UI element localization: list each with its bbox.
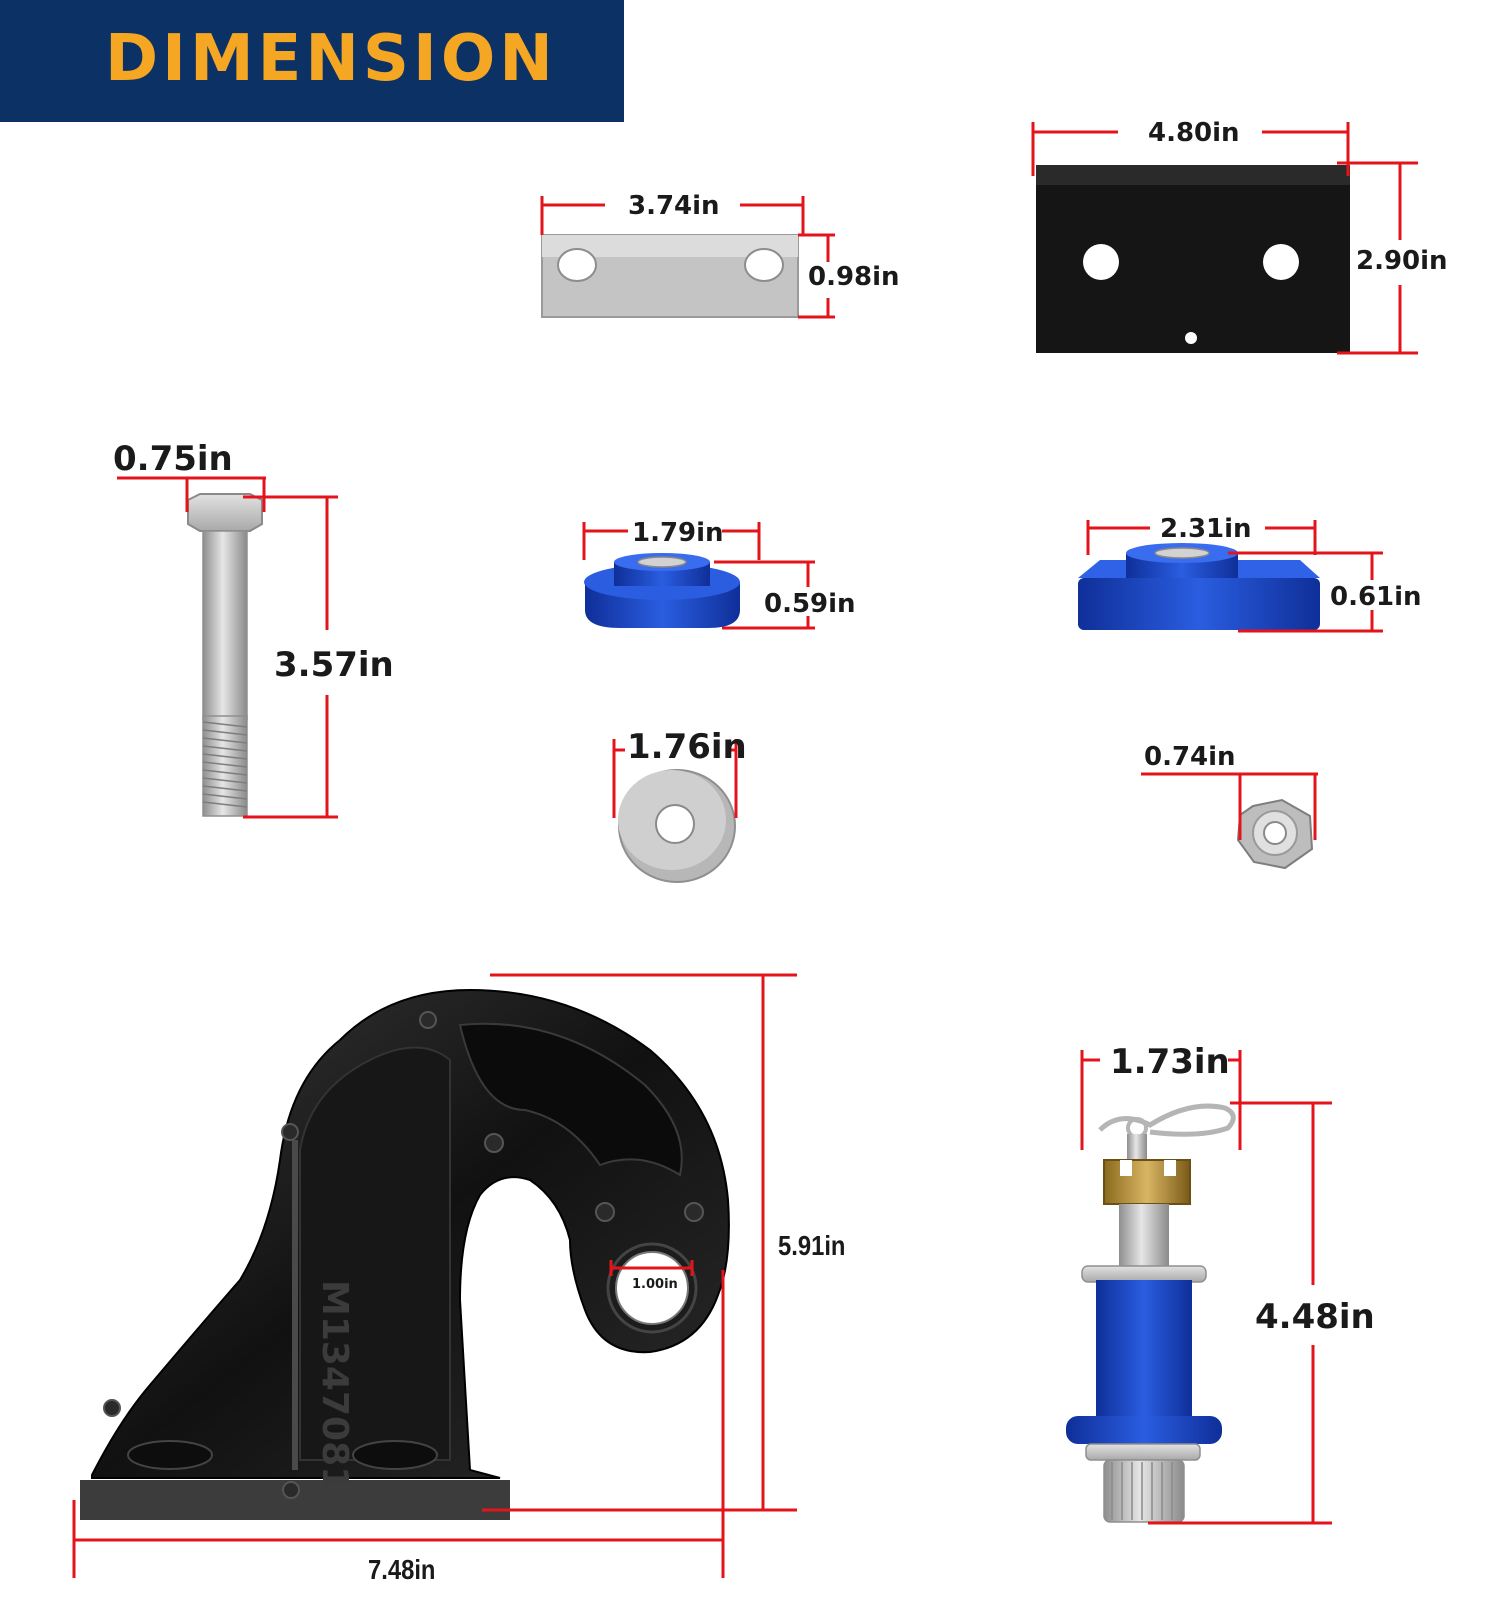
pin-assembly <box>1066 1103 1236 1523</box>
pin-width-dimension <box>1080 1050 1242 1150</box>
washer-diameter-label: 1.76in <box>627 727 747 767</box>
mounting-plate-height-dimension <box>1337 161 1418 355</box>
pin-height-dimension <box>1148 1101 1332 1525</box>
spacer-width-label: 3.74in <box>628 191 720 221</box>
spacer-width-dimension <box>540 196 805 235</box>
banner-title: DIMENSION <box>105 22 557 96</box>
pintle-hook <box>80 988 730 1520</box>
mounting-plate-width-label: 4.80in <box>1148 118 1240 148</box>
pin-height-label: 4.48in <box>1255 1297 1375 1337</box>
spacer-height-label: 0.98in <box>808 262 900 292</box>
pintle-height-label: 5.91in <box>778 1230 846 1261</box>
pintle-width-label: 7.48in <box>368 1554 436 1585</box>
pin-width-label: 1.73in <box>1110 1042 1230 1082</box>
bolt-length-label: 3.57in <box>274 645 394 685</box>
mounting-plate-height-label: 2.90in <box>1356 246 1448 276</box>
bolt-head-label: 0.75in <box>113 439 233 479</box>
pintle-width-dimension <box>72 1270 725 1578</box>
pintle-height-dimension <box>482 973 797 1512</box>
pintle-stamp: M1347081 <box>314 1280 355 1492</box>
round-bushing-height-label: 0.59in <box>764 589 856 619</box>
lock-nut <box>1236 798 1314 870</box>
mounting-plate <box>1036 165 1350 353</box>
round-bushing-width-label: 1.79in <box>632 518 724 548</box>
square-bushing-width-dimension <box>1086 520 1317 555</box>
round-bushing-width-dimension <box>582 522 761 560</box>
square-bushing-height-label: 0.61in <box>1330 582 1422 612</box>
lock-nut-dimension <box>1141 772 1318 840</box>
round-bushing-height-dimension <box>714 560 815 630</box>
pintle-eye-label: 1.00in <box>632 1277 678 1292</box>
square-bushing <box>1078 543 1320 630</box>
square-bushing-width-label: 2.31in <box>1160 514 1252 544</box>
spacer-height-dimension <box>798 233 835 319</box>
washer-diameter-dimension <box>612 739 738 818</box>
square-bushing-height-dimension <box>1228 551 1383 633</box>
hex-bolt <box>187 493 263 817</box>
spacer-plate <box>541 234 799 318</box>
flat-washer <box>618 769 736 883</box>
round-bushing <box>584 553 740 628</box>
pintle-eye-dimension <box>609 1260 694 1276</box>
lock-nut-label: 0.74in <box>1144 742 1236 772</box>
mounting-plate-width-dimension <box>1031 122 1350 176</box>
bolt-head-dimension <box>117 476 266 512</box>
dimension-banner: DIMENSION <box>0 0 624 122</box>
bolt-length-dimension <box>243 495 338 819</box>
